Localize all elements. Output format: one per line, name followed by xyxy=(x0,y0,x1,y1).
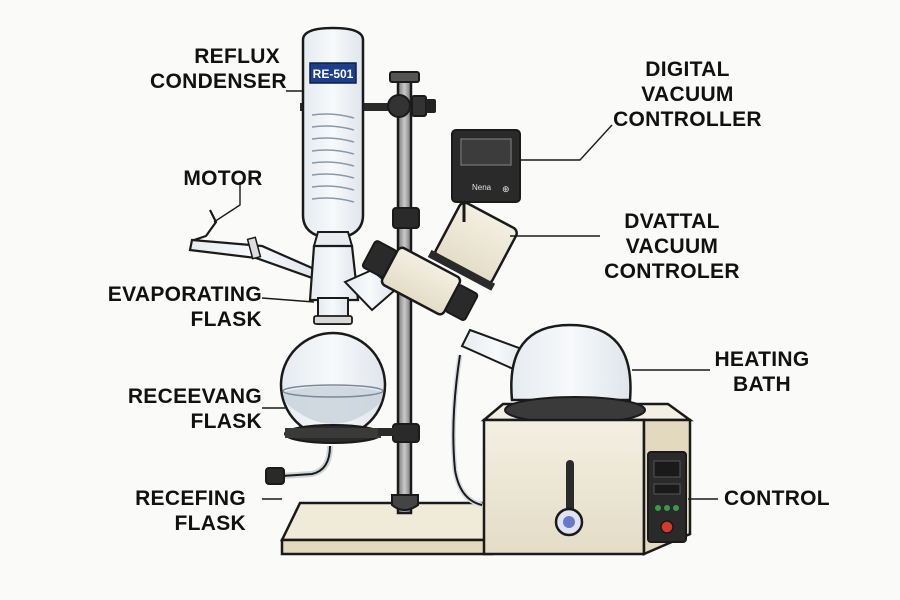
label-digital-vacuum-controller: DIGITAL VACUUM CONTROLLER xyxy=(613,58,762,131)
label-receiving-flask-lower: RECEFING FLASK xyxy=(135,487,246,535)
condenser-tag: RE-501 xyxy=(313,67,354,81)
label-reflux-condenser: REFLUX CONDENSER xyxy=(150,45,287,93)
receiving-flask xyxy=(279,297,400,444)
reflux-condenser: RE-501 xyxy=(301,26,365,252)
motor-housing xyxy=(361,200,518,321)
label-evaporating-flask: EVAPORATING FLASK xyxy=(107,283,262,331)
tubing xyxy=(265,354,483,508)
evaporating-flask xyxy=(460,323,632,402)
base-plate xyxy=(280,501,494,556)
label-heating-bath: HEATING BATH xyxy=(714,348,810,396)
label-control: CONTROL xyxy=(724,487,830,510)
leader-lines xyxy=(213,90,718,500)
vacuum-controller-unit: Nena ⊕ xyxy=(451,129,521,203)
controller-small-text: Nena xyxy=(472,183,492,192)
controller-button-icon: ⊕ xyxy=(502,185,510,195)
label-receiving-flask-upper: RECEEVANG FLASK xyxy=(127,385,262,433)
control-panel xyxy=(647,451,687,543)
label-motor: MOTOR xyxy=(183,167,263,190)
label-digital-vacuum-controller-2: DVATTAL VACUUM CONTROLER xyxy=(604,210,740,283)
